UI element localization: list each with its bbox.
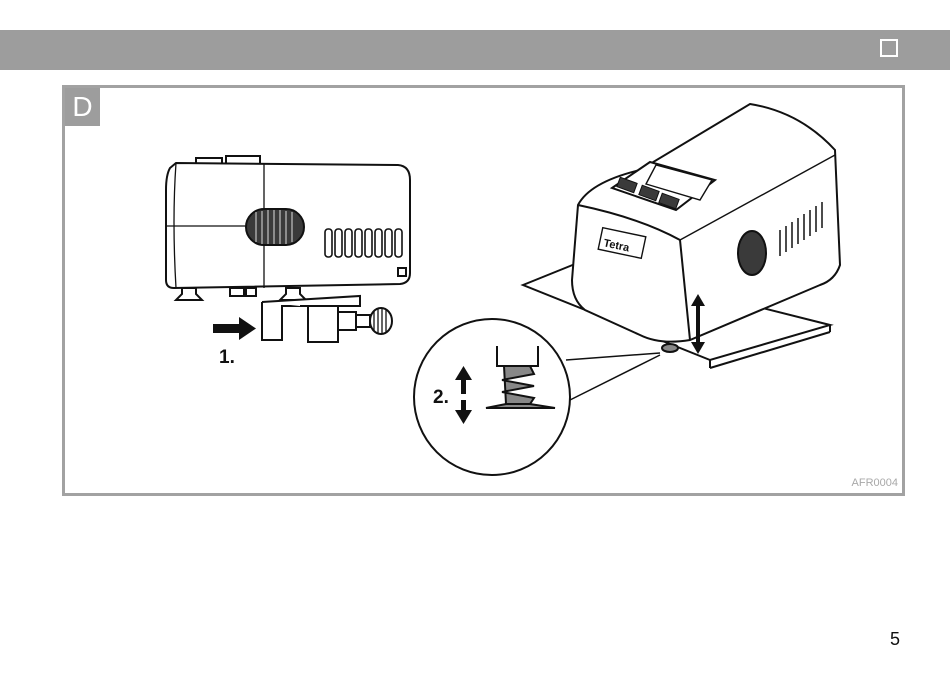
feeder-perspective-view [523, 104, 840, 368]
zoom-detail [414, 319, 660, 475]
step-2-label: 2. [433, 387, 449, 408]
step-1-label: 1. [219, 347, 235, 368]
page-number: 5 [890, 629, 900, 650]
push-arrow-icon [213, 317, 256, 340]
clamp [262, 296, 392, 342]
feeder-side-view [166, 156, 410, 300]
